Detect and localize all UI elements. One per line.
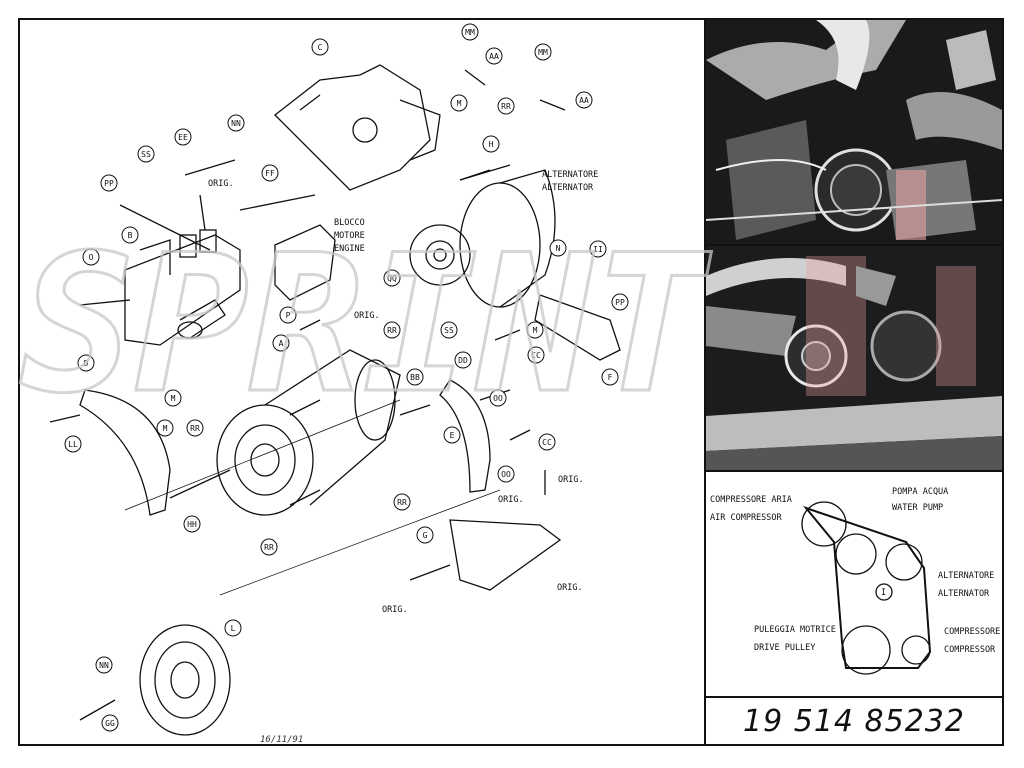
air-compressor-label: AIR COMPRESSOR <box>710 513 783 523</box>
callout-h: H <box>489 140 494 149</box>
callout-a: A <box>279 339 284 348</box>
part-number: 19 514 85232 <box>743 703 965 739</box>
alternatore-label: ALTERNATORE <box>542 170 598 180</box>
handwritten-date: 16/11/91 <box>260 735 303 744</box>
callout-nn: NN <box>231 119 241 128</box>
callout-ss-2: SS <box>444 326 454 335</box>
callout-aa-2: AA <box>579 96 589 105</box>
callout-l: L <box>231 624 236 633</box>
exploded-view-drawing: C MM AA MM AA NN EE SS PP FF B O M RR H … <box>49 23 629 744</box>
callout-mm: MM <box>465 28 475 37</box>
callout-rr: RR <box>501 102 511 111</box>
orig-label-3: ORIG. <box>558 475 584 485</box>
engine-photo-bottom <box>706 246 1002 470</box>
belt-routing-diagram: COMPRESSORE ARIA AIR COMPRESSOR POMPA AC… <box>710 487 1000 675</box>
motore-label: MOTORE <box>334 231 365 241</box>
callout-d: D <box>84 359 89 368</box>
alternator-label-belt: ALTERNATOR <box>938 589 990 599</box>
callout-ff: FF <box>265 169 275 178</box>
orig-label-1: ORIG. <box>208 179 234 189</box>
callout-nn-2: NN <box>99 661 109 670</box>
callout-gg: GG <box>105 719 115 728</box>
engine-label: ENGINE <box>334 244 365 254</box>
alternator-label: ALTERNATOR <box>542 183 594 193</box>
water-pump-pulley <box>835 533 877 575</box>
orig-label-2: ORIG. <box>354 311 380 321</box>
callout-n: N <box>556 244 561 253</box>
callout-e: E <box>450 431 455 440</box>
callout-bb: BB <box>410 373 420 382</box>
callout-oo: OO <box>493 394 503 403</box>
callout-g: G <box>423 531 428 540</box>
callout-hh: HH <box>187 520 197 529</box>
pompa-acqua-label: POMPA ACQUA <box>892 487 948 497</box>
orig-label-6: ORIG. <box>382 605 408 615</box>
callout-pp-2: PP <box>615 298 625 307</box>
idler-label: I <box>881 588 886 598</box>
callout-f: F <box>608 373 613 382</box>
callout-cc-2: CC <box>542 438 552 447</box>
compressore-aria-label: COMPRESSORE ARIA <box>710 495 792 505</box>
compressor-pulley <box>901 635 931 665</box>
callout-m-3: M <box>171 394 176 403</box>
callout-ii: II <box>593 245 603 254</box>
orig-label-4: ORIG. <box>498 495 524 505</box>
callout-b: B <box>128 231 133 240</box>
callout-m: M <box>457 99 462 108</box>
callout-m-4: M <box>163 424 168 433</box>
alternator-pulley <box>885 543 923 581</box>
drive-pulley-label: DRIVE PULLEY <box>754 643 815 653</box>
engine-photo-top <box>706 20 1002 244</box>
blocco-label: BLOCCO <box>334 218 365 228</box>
callout-cc: CC <box>531 351 541 360</box>
callout-qq: QQ <box>387 274 397 283</box>
callout-ll: LL <box>68 440 78 449</box>
callout-rr-2: RR <box>387 326 397 335</box>
water-pump-label: WATER PUMP <box>892 503 943 513</box>
puleggia-motrice-label: PULEGGIA MOTRICE <box>754 625 836 635</box>
callout-rr-5: RR <box>264 543 274 552</box>
callout-oo-2: OO <box>501 470 511 479</box>
callout-o: O <box>89 253 94 262</box>
orig-label-5: ORIG. <box>557 583 583 593</box>
callout-rr-3: RR <box>190 424 200 433</box>
callout-rr-4: RR <box>397 498 407 507</box>
idler-pulley <box>875 583 893 601</box>
compressore-label: COMPRESSORE <box>944 627 1000 637</box>
callout-ee: EE <box>178 133 188 142</box>
callout-aa: AA <box>489 52 499 61</box>
callout-c: C <box>318 43 323 52</box>
callout-p: P <box>286 311 291 320</box>
drive-pulley <box>841 625 891 675</box>
callout-mm-2: MM <box>538 48 548 57</box>
callout-dd: DD <box>458 356 468 365</box>
compressor-label: COMPRESSOR <box>944 645 996 655</box>
callout-pp: PP <box>104 179 114 188</box>
alternatore-label-belt: ALTERNATORE <box>938 571 994 581</box>
part-number-frame <box>704 696 1004 746</box>
air-compressor-pulley <box>801 501 847 547</box>
callout-m-2: M <box>533 326 538 335</box>
callout-ss: SS <box>141 150 151 159</box>
